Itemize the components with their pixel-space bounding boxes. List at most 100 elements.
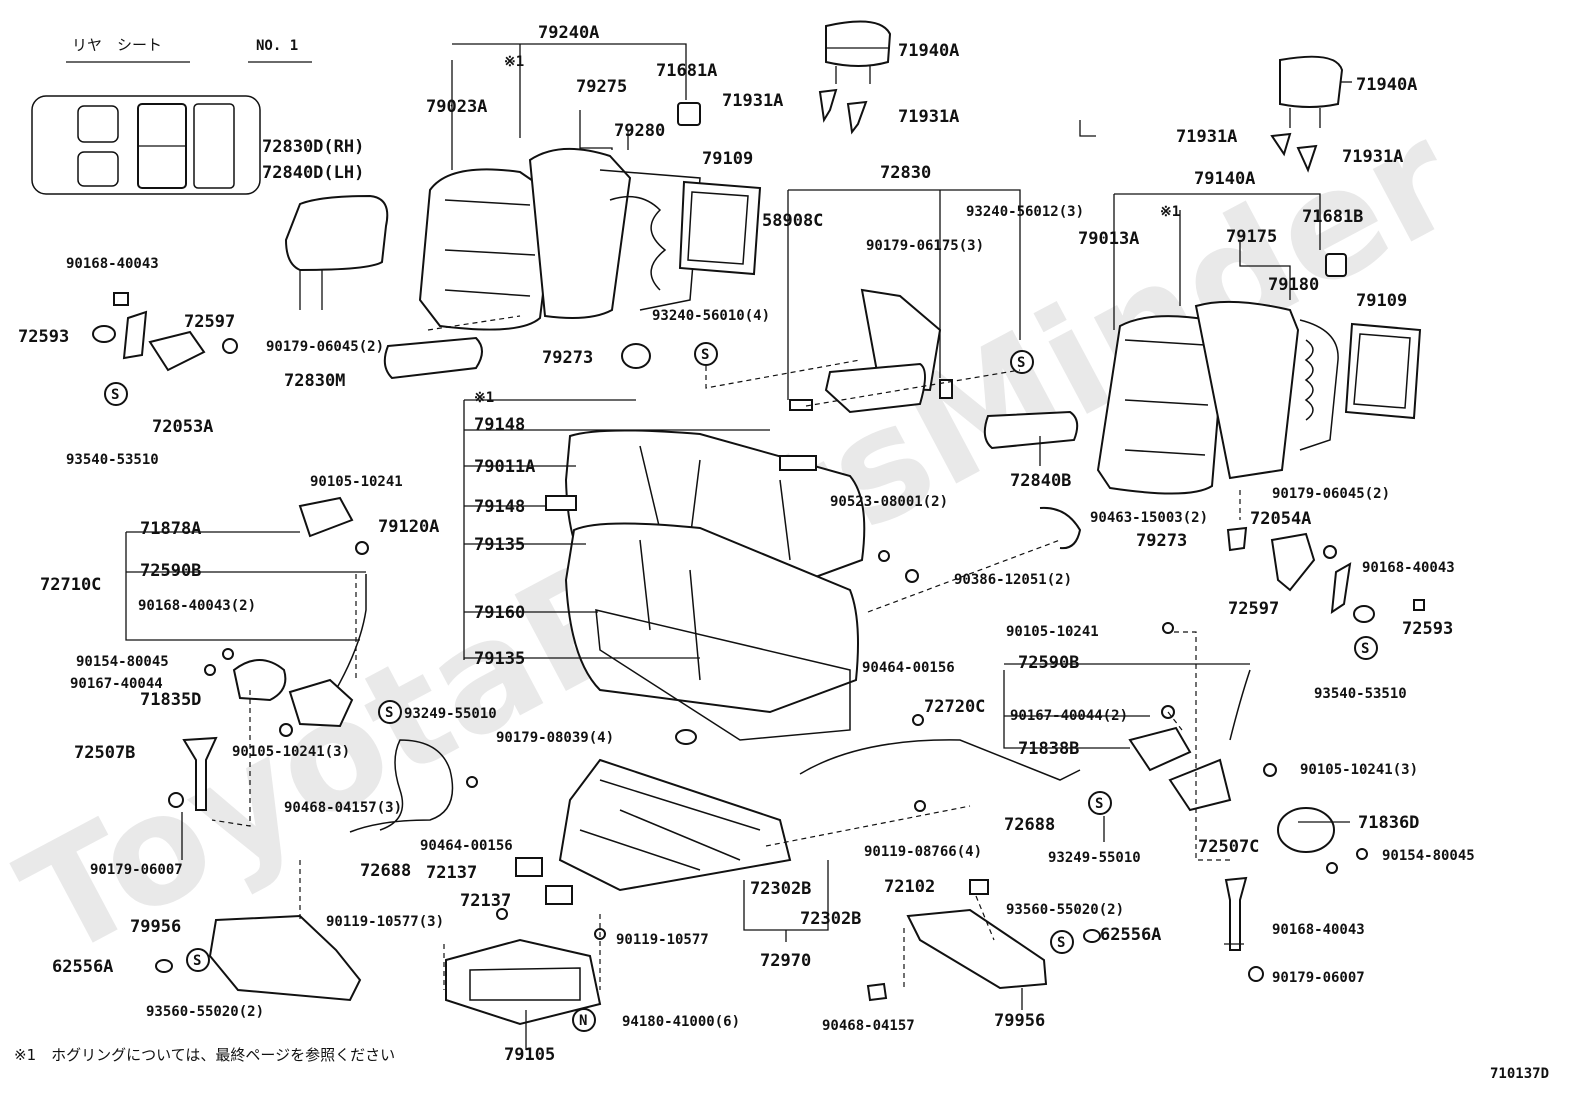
label-72593: 72593 <box>18 327 69 347</box>
label-72830: 72830 <box>880 163 931 183</box>
label-90179-06007-left: 90179-06007 <box>90 862 183 878</box>
left-recliner-assembly <box>168 496 369 811</box>
fasteners <box>466 506 1277 940</box>
label-62556a-right: 62556A <box>1100 925 1161 945</box>
dashed-lines <box>211 315 1241 990</box>
label-79011a: 79011A <box>474 457 535 477</box>
release-cables: S S <box>349 700 1112 833</box>
svg-text:S: S <box>385 705 393 721</box>
vehicle-seat-map <box>31 95 261 195</box>
label-72830d-rh: 72830D(RH) <box>262 137 364 157</box>
label-90105-10241: 90105-10241 <box>310 474 403 490</box>
label-90168-40043-2: 90168-40043(2) <box>138 598 256 614</box>
svg-text:S: S <box>701 347 709 363</box>
label-71878a: 71878A <box>140 519 201 539</box>
label-90468-04157: 90468-04157 <box>822 1018 915 1034</box>
label-72597-right: 72597 <box>1228 599 1279 619</box>
label-79135-2: 79135 <box>474 649 525 669</box>
footnote: ※1 ホグリングについては、最終ページを参照ください <box>14 1046 395 1064</box>
svg-text:S: S <box>1095 796 1103 812</box>
rear-seatback-left <box>284 102 762 380</box>
svg-text:S: S <box>1361 641 1369 657</box>
label-72710c: 72710C <box>40 575 101 595</box>
label-71940a-right: 71940A <box>1356 75 1417 95</box>
label-90167-40044-2: 90167-40044(2) <box>1010 708 1128 724</box>
svg-text:N: N <box>579 1013 587 1029</box>
label-90105-10241-3-left: 90105-10241(3) <box>232 744 350 760</box>
label-79105: 79105 <box>504 1045 555 1065</box>
label-90168-40043-right-lower: 90168-40043 <box>1272 922 1365 938</box>
center-armrest: S S <box>694 288 1079 450</box>
label-79956-right: 79956 <box>994 1011 1045 1031</box>
label-79013a: 79013A <box>1078 229 1139 249</box>
label-79140a: 79140A <box>1194 169 1255 189</box>
label-90119-08766-4: 90119-08766(4) <box>864 844 982 860</box>
label-72597: 72597 <box>184 312 235 332</box>
label-90105-10241-right: 90105-10241 <box>1006 624 1099 640</box>
label-72137-1: 72137 <box>426 863 477 883</box>
label-93240-56012-3: 93240-56012(3) <box>966 204 1084 220</box>
label-71681a: 71681A <box>656 61 717 81</box>
label-94180-41000-6: 94180-41000(6) <box>622 1014 740 1030</box>
label-72840b: 72840B <box>1010 471 1071 491</box>
label-90463-15003-2: 90463-15003(2) <box>1090 510 1208 526</box>
label-72688-right: 72688 <box>1004 815 1055 835</box>
hogring-ref-mark-3: ※1 <box>474 390 494 406</box>
label-90179-06007-right: 90179-06007 <box>1272 970 1365 986</box>
label-79273-right: 79273 <box>1136 531 1187 551</box>
label-72720c: 72720C <box>924 697 985 717</box>
label-79240a: 79240A <box>538 23 599 43</box>
label-90179-06175-3: 90179-06175(3) <box>866 238 984 254</box>
label-71940a: 71940A <box>898 41 959 61</box>
label-90523-08001-2: 90523-08001(2) <box>830 494 948 510</box>
label-72688-left: 72688 <box>360 861 411 881</box>
label-72302b-1: 72302B <box>750 879 811 899</box>
label-71931a-2: 71931A <box>898 107 959 127</box>
label-72507c: 72507C <box>1198 837 1259 857</box>
label-90179-06045-2: 90179-06045(2) <box>266 339 384 355</box>
foot-covers: S S <box>155 879 1101 1002</box>
label-90464-00156-right: 90464-00156 <box>862 660 955 676</box>
svg-text:S: S <box>1057 935 1065 951</box>
label-90179-06045-2-right: 90179-06045(2) <box>1272 486 1390 502</box>
label-72054a: 72054A <box>1250 509 1311 529</box>
label-79135-1: 79135 <box>474 535 525 555</box>
label-58908c: 58908C <box>762 211 823 231</box>
label-71931a-right-1: 71931A <box>1176 127 1237 147</box>
hogring-ref-mark-1: ※1 <box>504 54 524 70</box>
label-90105-10241-3-right: 90105-10241(3) <box>1300 762 1418 778</box>
drawing-code: 710137D <box>1490 1066 1549 1082</box>
svg-text:S: S <box>1017 355 1025 371</box>
label-93249-55010-left: 93249-55010 <box>404 706 497 722</box>
label-90154-80045-left: 90154-80045 <box>76 654 169 670</box>
label-72507b: 72507B <box>74 743 135 763</box>
label-79180: 79180 <box>1268 275 1319 295</box>
right-recliner-assembly: S <box>1128 532 1425 982</box>
label-79160: 79160 <box>474 603 525 623</box>
label-93560-55020-2-left: 93560-55020(2) <box>146 1004 264 1020</box>
left-hinge-parts: S <box>92 292 238 406</box>
label-71931a-1: 71931A <box>722 91 783 111</box>
label-79148-1: 79148 <box>474 415 525 435</box>
label-79275: 79275 <box>576 77 627 97</box>
rear-seatback-right <box>1096 253 1422 495</box>
label-79280: 79280 <box>614 121 665 141</box>
label-90468-04157-3: 90468-04157(3) <box>284 800 402 816</box>
label-79273-left: 79273 <box>542 348 593 368</box>
label-72590b-left: 72590B <box>140 561 201 581</box>
seat-frame-track: N <box>445 758 792 1032</box>
label-79109: 79109 <box>702 149 753 169</box>
label-72970: 72970 <box>760 951 811 971</box>
label-79175: 79175 <box>1226 227 1277 247</box>
label-90168-40043: 90168-40043 <box>66 256 159 272</box>
label-90168-40043-right: 90168-40043 <box>1362 560 1455 576</box>
label-90167-40044: 90167-40044 <box>70 676 163 692</box>
label-72302b-2: 72302B <box>800 909 861 929</box>
label-71931a-right-2: 71931A <box>1342 147 1403 167</box>
label-90464-00156-left: 90464-00156 <box>420 838 513 854</box>
label-71835d: 71835D <box>140 690 201 710</box>
rear-seat-cushion <box>545 429 866 745</box>
label-79148-2: 79148 <box>474 497 525 517</box>
page-number: NO. 1 <box>256 38 298 54</box>
label-93249-55010-right: 93249-55010 <box>1048 850 1141 866</box>
